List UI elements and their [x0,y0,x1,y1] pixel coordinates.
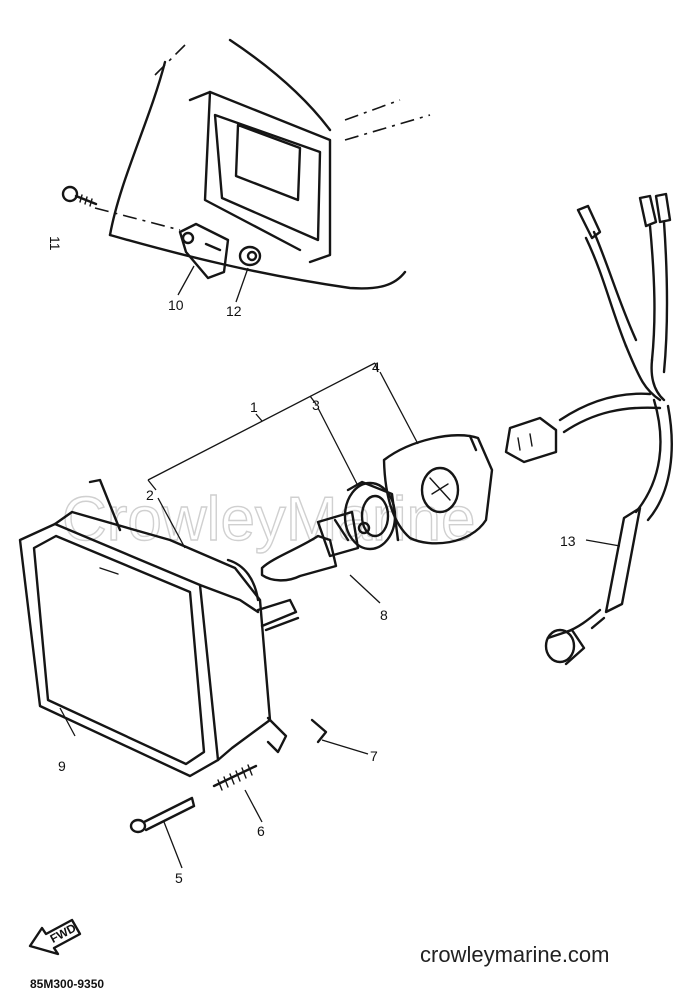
site-url: crowleymarine.com [420,942,610,967]
wiring-harness-part-13 [504,192,673,666]
callout-12: 12 [226,303,242,319]
callout-10: 10 [168,297,184,313]
callout-13: 13 [560,533,576,549]
watermark-text: CrowleyMarine [62,485,475,554]
bulb-part-8 [260,510,371,582]
callout-2: 2 [146,487,154,503]
callout-4: 4 [372,359,380,375]
callout-3: 3 [312,397,320,413]
headlight-reflector-part-2 [53,478,300,762]
assembly-bracket-1 [147,362,379,491]
leader-lines [59,265,621,869]
screw-part-11 [61,185,98,207]
callout-8: 8 [380,607,388,623]
callout-labels: 1 2 3 4 5 6 7 8 9 10 11 12 13 [47,236,576,886]
grommet-part-12 [238,245,262,267]
diagram-code: 85M300-9350 [30,977,104,991]
bolt-part-5 [129,796,196,834]
headlight-rim-part-9 [18,522,220,778]
spring-part-6 [212,764,258,791]
clip-part-7 [310,718,328,744]
callout-7: 7 [370,748,378,764]
cover-part-4 [382,434,494,545]
callout-6: 6 [257,823,265,839]
callout-5: 5 [175,870,183,886]
bracket-part-10 [178,222,230,280]
fwd-arrow: FWD [28,918,82,956]
cowling-opening [94,38,431,290]
callout-11: 11 [47,236,63,251]
callout-9: 9 [58,758,66,774]
callout-1: 1 [250,399,258,415]
